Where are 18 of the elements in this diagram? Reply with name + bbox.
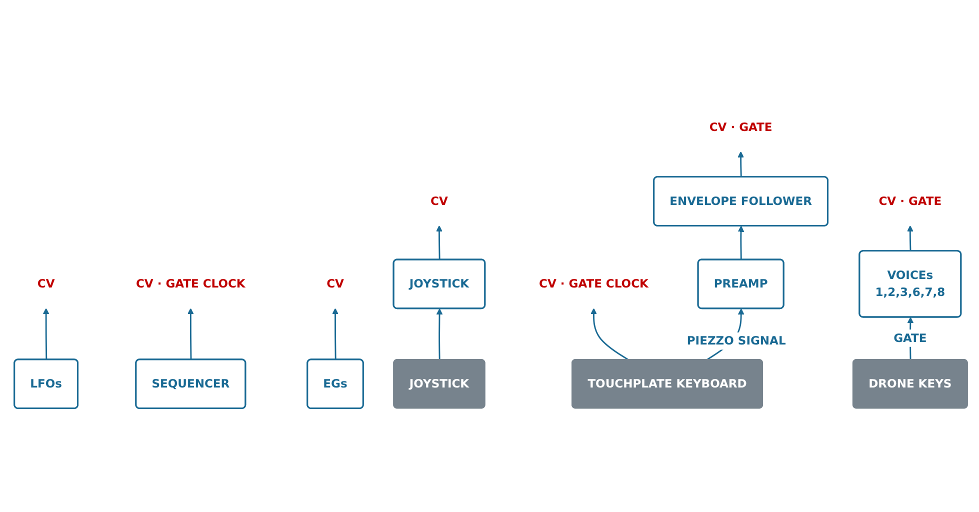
edge-label: PIEZZO SIGNAL (686, 334, 786, 348)
arrow (42, 308, 50, 360)
node-text: CV (37, 277, 55, 291)
arrow (188, 308, 194, 360)
arrow (738, 152, 744, 178)
node-text: CV · GATE CLOCK (136, 277, 246, 291)
node-text: CV · GATE CLOCK (539, 277, 648, 291)
node-text: CV · GATE (878, 194, 942, 208)
node-text: CV (326, 277, 344, 291)
arrow (332, 308, 338, 360)
node-text: CV (430, 194, 448, 208)
edge-label: GATE (894, 331, 927, 346)
arrow (738, 226, 744, 260)
arrow (436, 308, 443, 360)
arrow (436, 226, 442, 260)
arrow (907, 226, 914, 252)
node-text: CV · GATE (709, 120, 772, 134)
arrow (590, 308, 629, 361)
